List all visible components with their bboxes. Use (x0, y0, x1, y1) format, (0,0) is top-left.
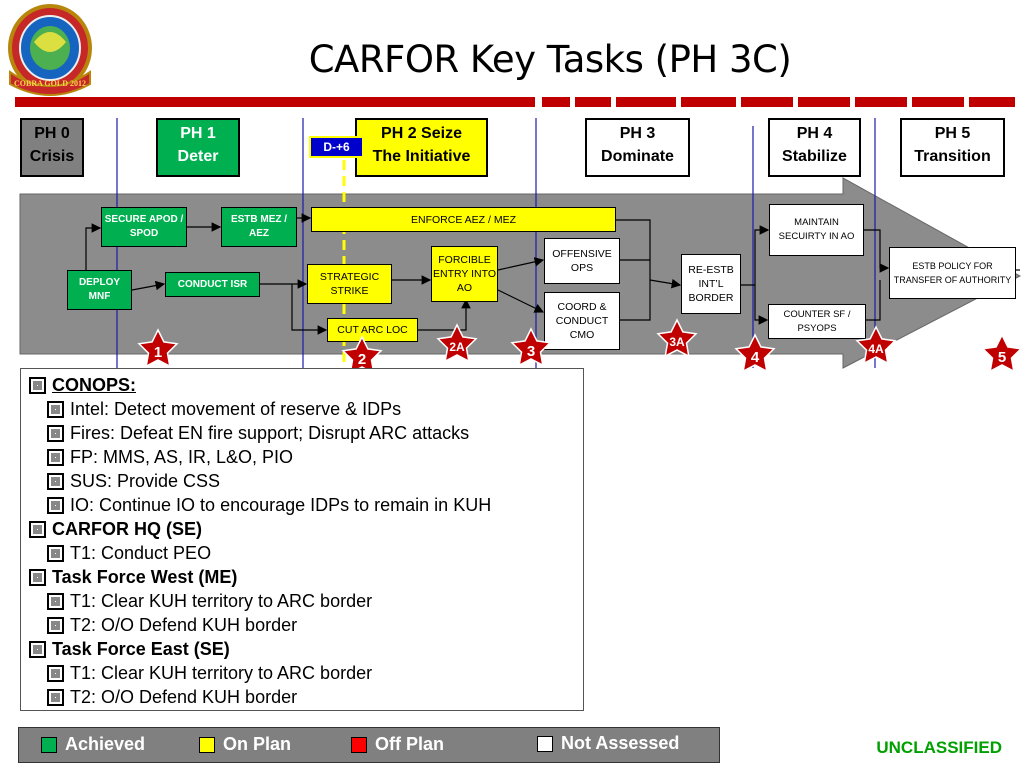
task-counter-sf: COUNTER SF / PSYOPS (768, 304, 866, 339)
legend-swatch (351, 736, 367, 753)
conops-item: T2: O/O Defend KUH border (47, 615, 297, 636)
task-coord-cmo: COORD & CONDUCT CMO (544, 292, 620, 350)
checkbox-icon (29, 641, 46, 658)
legend-on-plan: On Plan (199, 734, 291, 755)
checkbox-icon (29, 377, 46, 394)
unit-heading: Task Force East (SE) (29, 639, 230, 660)
legend-swatch (199, 736, 215, 753)
conops-item: Fires: Defeat EN fire support; Disrupt A… (47, 423, 469, 444)
unit-heading: Task Force West (ME) (29, 567, 237, 588)
conops-item: T1: Clear KUH territory to ARC border (47, 591, 372, 612)
status-legend: Achieved On Plan Off Plan Not Assessed (18, 727, 720, 763)
task-cut-arc-loc: CUT ARC LOC (327, 318, 418, 342)
legend-achieved: Achieved (41, 734, 145, 755)
cobra-gold-logo: COBRA GOLD 2012 (8, 4, 92, 96)
legend-swatch (537, 735, 553, 752)
conops-item: SUS: Provide CSS (47, 471, 220, 492)
task-re-estb-border: RE-ESTB INT’L BORDER (681, 254, 741, 314)
task-estb-policy: ESTB POLICY FOR TRANSFER OF AUTHORITY (889, 247, 1016, 299)
checkbox-icon (29, 521, 46, 538)
legend-swatch (41, 736, 57, 753)
checkbox-icon (47, 401, 64, 418)
checkbox-icon (47, 545, 64, 562)
conops-heading: CONOPS: (29, 375, 136, 396)
checkbox-icon (29, 569, 46, 586)
checkbox-icon (47, 425, 64, 442)
conops-panel: CONOPS: Intel: Detect movement of reserv… (20, 368, 584, 711)
conops-item: IO: Continue IO to encourage IDPs to rem… (47, 495, 491, 516)
conops-item: T1: Conduct PEO (47, 543, 211, 564)
checkbox-icon (47, 617, 64, 634)
conops-item: FP: MMS, AS, IR, L&O, PIO (47, 447, 293, 468)
conops-item: T2: O/O Defend KUH border (47, 687, 297, 708)
page-title: CARFOR Key Tasks (PH 3C) (308, 38, 792, 81)
task-forcible-entry: FORCIBLE ENTRY INTO AO (431, 246, 498, 302)
svg-text:COBRA GOLD 2012: COBRA GOLD 2012 (14, 79, 86, 88)
task-estb-mez: ESTB MEZ / AEZ (221, 207, 297, 247)
classification-marking: UNCLASSIFIED (876, 738, 1002, 757)
legend-off-plan: Off Plan (351, 734, 444, 755)
checkbox-icon (47, 497, 64, 514)
task-enforce-aez: ENFORCE AEZ / MEZ (311, 207, 616, 232)
checkbox-icon (47, 473, 64, 490)
task-maintain-security: MAINTAIN SECUIRTY IN AO (769, 204, 864, 256)
d-plus-marker: D-+6 (309, 136, 364, 158)
task-strategic-strike: STRATEGIC STRIKE (307, 264, 392, 304)
checkbox-icon (47, 593, 64, 610)
legend-not-assessed: Not Assessed (537, 733, 679, 754)
conops-item: T1: Clear KUH territory to ARC border (47, 663, 372, 684)
title-divider-bar (15, 97, 1015, 107)
task-conduct-isr: CONDUCT ISR (165, 272, 260, 297)
conops-item: Intel: Detect movement of reserve & IDPs (47, 399, 401, 420)
task-secure-apod: SECURE APOD / SPOD (101, 207, 187, 247)
unit-heading: CARFOR HQ (SE) (29, 519, 202, 540)
task-deploy-mnf: DEPLOY MNF (67, 270, 132, 310)
checkbox-icon (47, 689, 64, 706)
checkbox-icon (47, 449, 64, 466)
checkbox-icon (47, 665, 64, 682)
task-offensive-ops: OFFENSIVE OPS (544, 238, 620, 284)
